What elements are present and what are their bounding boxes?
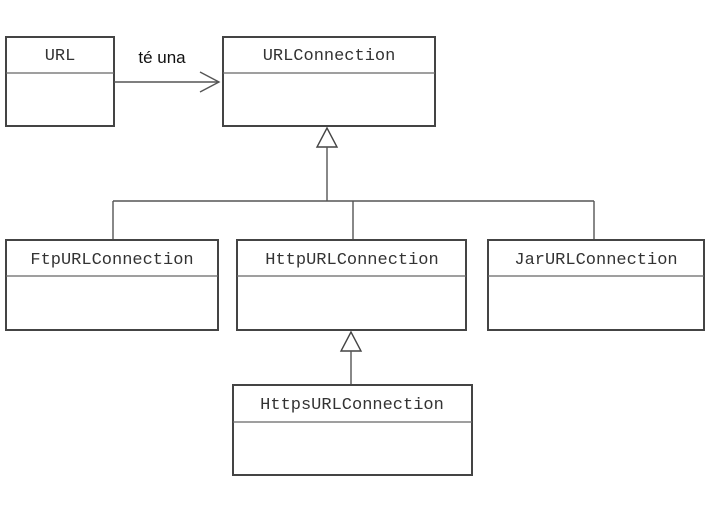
class-httpurlconnection: HttpURLConnection (236, 239, 467, 331)
class-ftpurlconnection-box (5, 239, 219, 331)
association-arrow: té una (114, 48, 221, 93)
class-url-name: URL (45, 47, 76, 66)
class-httpurlconnection-box (236, 239, 467, 331)
inheritance-https (339, 330, 363, 385)
association-arrowhead (199, 71, 221, 93)
class-httpsurlconnection-name: HttpsURLConnection (260, 396, 444, 415)
class-jarurlconnection-name: JarURLConnection (514, 251, 677, 270)
class-jarurlconnection: JarURLConnection (487, 239, 705, 331)
association-label: té una (138, 48, 186, 67)
class-httpsurlconnection: HttpsURLConnection (232, 384, 473, 476)
class-ftpurlconnection: FtpURLConnection (5, 239, 219, 331)
class-httpurlconnection-name: HttpURLConnection (265, 251, 438, 270)
generalization-triangle-https (339, 330, 363, 352)
class-urlconnection: URLConnection (222, 36, 436, 127)
class-url: URL (5, 36, 115, 127)
class-httpsurlconnection-box (232, 384, 473, 476)
class-urlconnection-name: URLConnection (263, 47, 396, 66)
class-jarurlconnection-box (487, 239, 705, 331)
class-ftpurlconnection-name: FtpURLConnection (30, 251, 193, 270)
generalization-triangle (315, 126, 339, 148)
inheritance-tree-urlconnection (112, 126, 595, 240)
class-urlconnection-box (222, 36, 436, 127)
class-url-box (5, 36, 115, 127)
